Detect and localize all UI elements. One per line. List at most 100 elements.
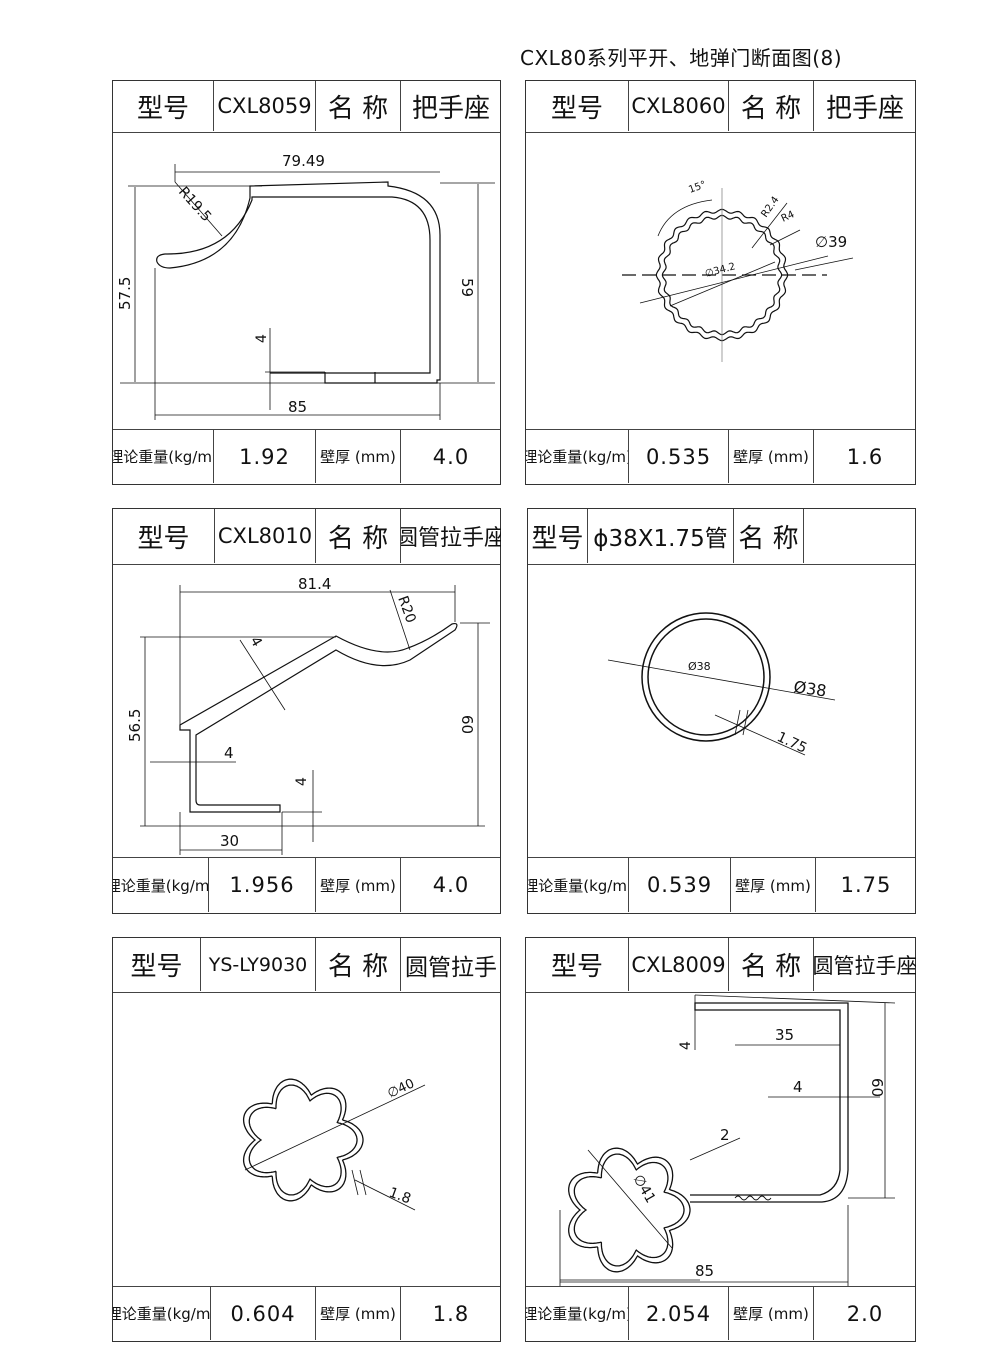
wall-label: 壁厚 (mm) [316, 1287, 401, 1340]
card-header: 型号 YS-LY9030 名 称 圆管拉手 [113, 938, 500, 993]
dim-bottom: 85 [288, 398, 307, 416]
profile-card-ys-ly9030: 型号 YS-LY9030 名 称 圆管拉手 理论重量(kg/m) 0.604 壁… [112, 937, 501, 1342]
card-footer: 理论重量(kg/m) 0.535 壁厚 (mm) 1.6 [526, 429, 915, 484]
dim-r1: R2.4 [759, 195, 781, 220]
card-footer: 理论重量(kg/m) 2.054 壁厚 (mm) 2.0 [526, 1286, 915, 1341]
weight-value: 0.604 [211, 1287, 316, 1340]
weight-value: 1.956 [209, 858, 316, 912]
model-label: 型号 [113, 938, 201, 991]
dim-top: 35 [775, 1026, 794, 1044]
product-name: 把手座 [825, 93, 904, 124]
wall-label: 壁厚 (mm) [729, 430, 814, 483]
dim-inner: Ø38 [688, 660, 711, 673]
wall-value: 2.0 [846, 1301, 884, 1326]
profile-card-tube-38: 型号 ϕ38X1.75管 名 称 理论重量(kg/m) 0.539 壁厚 (mm… [527, 508, 916, 914]
name-label: 名 称 [316, 509, 401, 563]
product-name: 把手座 [411, 93, 490, 124]
dim-dia: ∅41 [630, 1172, 659, 1206]
weight-value: 0.539 [629, 858, 731, 912]
flower-outline [242, 1078, 364, 1202]
profile-card-cxl8059: 型号 CXL8059 名 称 把手座 理论重量(kg/m) 1.92 壁厚 (m… [112, 80, 501, 485]
weight-label: 理论重量(kg/m) [528, 858, 629, 912]
dim-inner: 4 [224, 744, 234, 762]
wall-value: 1.8 [432, 1301, 470, 1326]
model-code: YS-LY9030 [201, 938, 316, 991]
dim-left: 57.5 [116, 277, 134, 310]
dim-thick: 4 [247, 634, 265, 650]
dim-small: 4 [294, 777, 310, 786]
name-label: 名 称 [316, 81, 401, 131]
flower-outline [248, 1084, 358, 1196]
dim-small: 4 [254, 334, 270, 343]
profile-drawing-tube-38: Ø38 Ø38 1.75 [607, 612, 836, 757]
dim-outer: ∅39 [815, 233, 847, 251]
dim-right: 60 [868, 1078, 886, 1097]
wavy-outline [655, 208, 789, 342]
weight-label: 理论重量(kg/m) [113, 1287, 211, 1340]
model-label: 型号 [113, 509, 215, 563]
profile-drawing-ys-ly9030: ∅40 1.8 [242, 1076, 426, 1211]
wall-value: 1.6 [846, 444, 884, 469]
name-label: 名 称 [729, 938, 814, 991]
dim-small: 4 [678, 1041, 694, 1050]
dim-thick: 1.75 [774, 729, 809, 757]
dim-radius: R19.5 [175, 184, 214, 225]
name-label: 名 称 [729, 81, 814, 131]
model-code: CXL8009 [629, 938, 729, 991]
profile-drawing-cxl8060: 15° R2.4 R4 ∅39 ∅34.2 [622, 179, 854, 362]
weight-label: 理论重量(kg/m) [526, 430, 629, 483]
dim-top: 81.4 [298, 575, 331, 593]
model-label: 型号 [528, 509, 588, 563]
dim-outer: ∅40 [385, 1076, 417, 1101]
profile-card-cxl8009: 型号 CXL8009 名 称 圆管拉手座 理论重量(kg/m) 2.054 壁厚… [525, 937, 916, 1342]
name-label: 名 称 [316, 938, 401, 991]
dim-bottom: 85 [695, 1262, 714, 1280]
card-header: 型号 ϕ38X1.75管 名 称 [528, 509, 915, 565]
card-footer: 理论重量(kg/m) 1.956 壁厚 (mm) 4.0 [113, 857, 500, 913]
card-footer: 理论重量(kg/m) 0.539 壁厚 (mm) 1.75 [528, 857, 915, 913]
product-name: 圆管拉手座 [814, 953, 916, 978]
dim-right: 59 [458, 278, 476, 297]
card-header: 型号 CXL8059 名 称 把手座 [113, 81, 500, 133]
product-name: 圆管拉手座 [401, 526, 501, 551]
model-label: 型号 [113, 81, 214, 131]
name-label: 名 称 [734, 509, 804, 563]
wall-value: 4.0 [432, 873, 470, 897]
dim-radius: R20 [394, 594, 418, 625]
dim-inner: ∅34.2 [704, 261, 737, 280]
wall-value: 4.0 [432, 444, 470, 469]
dim-top: 79.49 [282, 152, 325, 170]
dim-arm: 4 [793, 1078, 803, 1096]
card-footer: 理论重量(kg/m) 0.604 壁厚 (mm) 1.8 [113, 1286, 500, 1341]
weight-label: 理论重量(kg/m) [113, 430, 214, 483]
profile-drawing-cxl8010: 81.4 R20 4 56.5 60 4 4 30 [126, 575, 490, 855]
profile-drawing-cxl8059: 79.49 R19.5 57.5 59 85 4 [116, 152, 495, 420]
model-code: CXL8010 [215, 509, 316, 563]
weight-value: 2.054 [629, 1287, 729, 1340]
weight-label: 理论重量(kg/m) [526, 1287, 629, 1340]
profile-card-cxl8010: 型号 CXL8010 名 称 圆管拉手座 理论重量(kg/m) 1.956 壁厚… [112, 508, 501, 914]
wall-label: 壁厚 (mm) [316, 430, 401, 483]
wall-value: 1.75 [840, 873, 892, 897]
dim-left: 56.5 [126, 709, 144, 742]
weight-value: 1.92 [214, 430, 316, 483]
dim-thick: 1.8 [387, 1185, 413, 1208]
page-title: CXL80系列平开、地弹门断面图(8) [520, 46, 843, 70]
dim-right: 60 [458, 715, 476, 734]
model-label: 型号 [526, 81, 629, 131]
wall-label: 壁厚 (mm) [731, 858, 816, 912]
weight-value: 0.535 [629, 430, 729, 483]
model-code: CXL8059 [214, 81, 316, 131]
card-header: 型号 CXL8060 名 称 把手座 [526, 81, 915, 133]
flower-outline [573, 1153, 685, 1267]
model-code: CXL8060 [629, 81, 729, 131]
profile-drawing-cxl8009: 4 35 4 60 2 ∅41 85 [559, 994, 896, 1286]
flower-outline [568, 1147, 691, 1273]
weight-label: 理论重量(kg/m) [113, 858, 209, 912]
product-name: 圆管拉手 [405, 954, 497, 981]
model-code: ϕ38X1.75管 [588, 509, 734, 563]
card-header: 型号 CXL8010 名 称 圆管拉手座 [113, 509, 501, 565]
wall-label: 壁厚 (mm) [729, 1287, 814, 1340]
dim-angle: 15° [687, 179, 707, 195]
dim-bottom: 30 [220, 832, 239, 850]
